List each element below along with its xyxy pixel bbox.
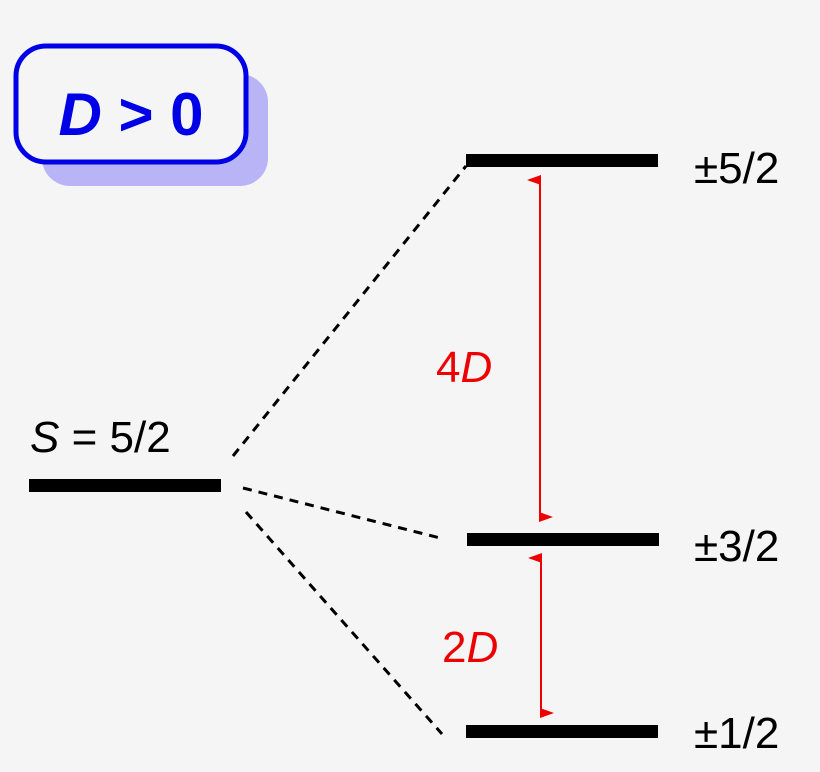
level-label-5-2: ±5/2 [694, 144, 779, 193]
gap-2d: 2D [442, 553, 554, 718]
level-label-3-2: ±3/2 [694, 522, 779, 571]
dashed-line-to-1-2 [244, 511, 444, 735]
gap-label-4d: 4D [436, 343, 492, 392]
level-bar-1-2 [466, 725, 658, 738]
badge-text: D > 0 [58, 81, 203, 148]
gap-label-2d: 2D [442, 623, 498, 672]
correlation-lines [231, 165, 468, 735]
level-5-2: ±5/2 [466, 144, 779, 193]
dashed-line-to-5-2 [231, 165, 468, 457]
level-bar-5-2 [466, 154, 658, 167]
level-1-2: ±1/2 [466, 709, 779, 758]
ground-level-bar [29, 479, 221, 492]
ground-level: S = 5/2 [29, 413, 221, 492]
gap-4d: 4D [436, 175, 553, 522]
level-label-1-2: ±1/2 [694, 709, 779, 758]
dashed-line-to-3-2 [242, 486, 441, 540]
badge-box [13, 43, 249, 165]
level-3-2: ±3/2 [467, 522, 779, 571]
d-positive-badge: D > 0 [13, 43, 268, 186]
level-bar-3-2 [467, 533, 659, 546]
ground-label: S = 5/2 [30, 413, 171, 462]
